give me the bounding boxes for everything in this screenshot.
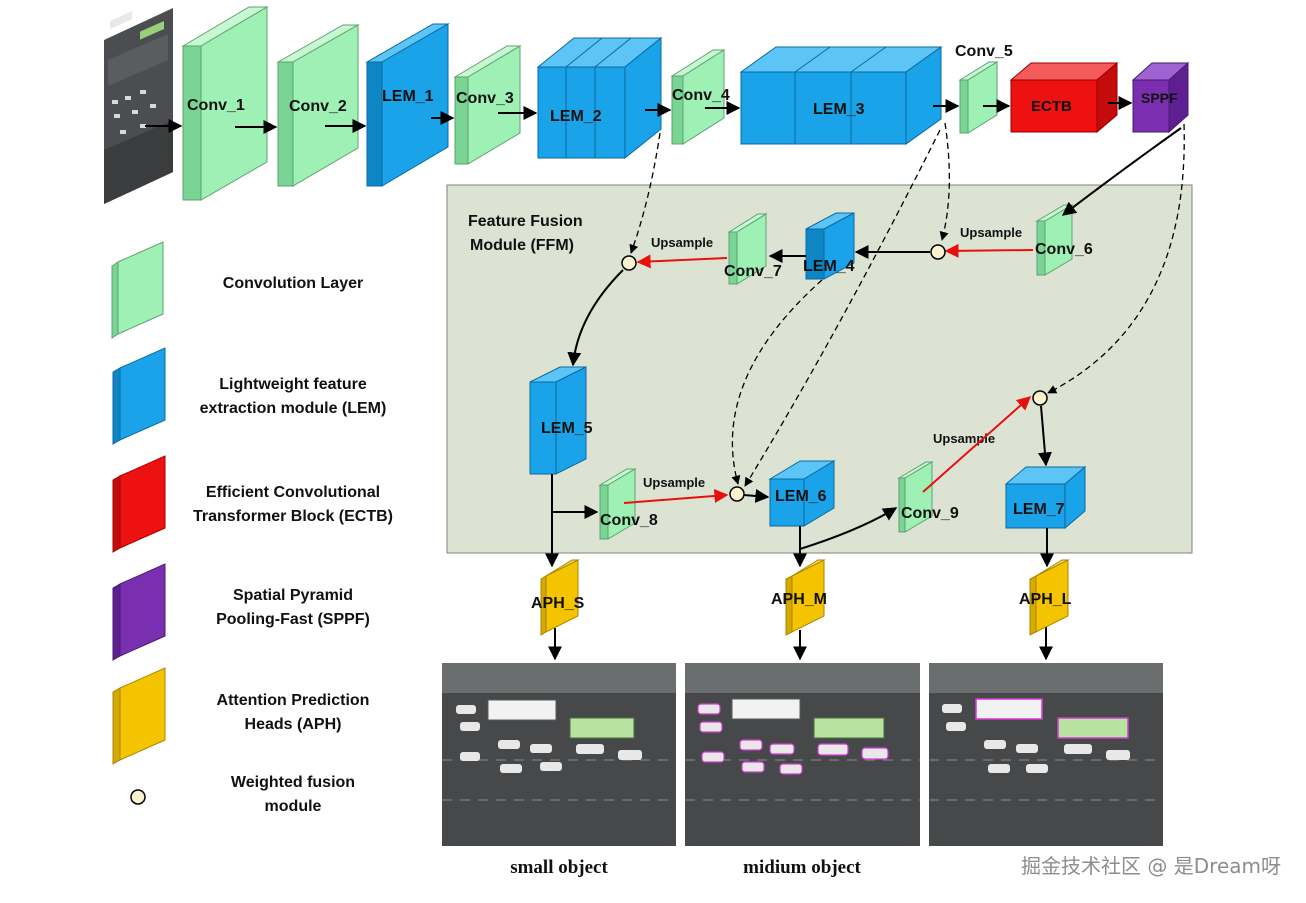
fusion-node-3: [729, 486, 745, 502]
legend-wf-label-1: Weighted fusion: [231, 774, 355, 791]
legend-lem-label-2: extraction module (LEM): [200, 400, 387, 417]
block-lem-2: LEM_2: [536, 36, 663, 160]
legend-ectb-label-2: Transformer Block (ECTB): [193, 508, 393, 525]
block-lem-7: LEM_7: [1004, 465, 1087, 530]
aph-m: APH_M: [771, 559, 827, 636]
conv-3-label: Conv_3: [456, 90, 514, 107]
legend-lem-label-1: Lightweight feature: [219, 376, 367, 393]
backbone-arrows: [145, 96, 1133, 134]
lem-7-label: LEM_7: [1013, 501, 1065, 518]
aph-s-label: APH_S: [531, 595, 585, 612]
block-conv-2: Conv_2: [276, 24, 360, 187]
block-lem-5: LEM_5: [529, 366, 593, 475]
legend-fusion-node: [130, 789, 146, 805]
conv-7-label: Conv_7: [724, 263, 782, 280]
block-conv-7: Conv_7: [724, 213, 782, 285]
fusion-node-2: [621, 255, 637, 271]
lem-5-label: LEM_5: [541, 420, 593, 437]
conv-1-label: Conv_1: [187, 97, 245, 114]
block-lem-1: LEM_1: [365, 23, 450, 187]
conv-8-label: Conv_8: [600, 512, 658, 529]
caption-medium-object: midium object: [743, 857, 861, 878]
upsample-label-4: Upsample: [933, 431, 995, 446]
legend-conv-swatch: [111, 241, 164, 339]
block-conv-1: Conv_1: [181, 6, 269, 201]
lem-1-label: LEM_1: [382, 88, 434, 105]
conv-2-label: Conv_2: [289, 98, 347, 115]
aph-l-label: APH_L: [1019, 591, 1072, 608]
block-conv-9: Conv_9: [897, 461, 959, 533]
block-conv-8: Conv_8: [598, 468, 658, 540]
aph-l: APH_L: [1019, 559, 1072, 636]
ectb-label: ECTB: [1031, 98, 1072, 115]
legend: Convolution Layer Lightweight feature ex…: [111, 241, 393, 815]
block-conv-4: Conv_4: [670, 49, 730, 145]
block-lem-3: LEM_3: [739, 46, 943, 145]
conv-4-label: Conv_4: [672, 87, 730, 104]
legend-lem-swatch: [112, 347, 166, 445]
legend-sppf-swatch: [112, 563, 166, 661]
caption-small-object: small object: [510, 857, 608, 878]
legend-conv-label: Convolution Layer: [223, 275, 363, 292]
lem-4-label: LEM_4: [803, 258, 855, 275]
solid-connections: [545, 127, 1182, 661]
legend-aph-swatch: [112, 667, 166, 765]
block-ectb: ECTB: [1009, 61, 1119, 134]
input-image: [104, 8, 173, 204]
legend-sppf-label-2: Pooling-Fast (SPPF): [216, 611, 370, 628]
lem-2-label: LEM_2: [550, 108, 602, 125]
block-lem-4: LEM_4: [803, 212, 855, 280]
legend-aph-label-2: Heads (APH): [245, 716, 342, 733]
output-image-small: [442, 663, 676, 846]
upsample-label-2: Upsample: [651, 235, 713, 250]
legend-ectb-swatch: [112, 455, 166, 553]
output-image-medium: [685, 663, 920, 846]
block-conv-5: Conv_5: [955, 43, 1013, 134]
block-sppf: SPPF: [1131, 61, 1190, 134]
aph-m-label: APH_M: [771, 591, 827, 608]
watermark: 掘金技术社区 @ 是Dream呀: [1021, 854, 1281, 878]
aph-s: APH_S: [531, 559, 585, 636]
upsample-arrows: [623, 243, 1034, 504]
fusion-node-4: [1032, 390, 1048, 406]
fusion-nodes: [621, 244, 1048, 502]
conv-9-label: Conv_9: [901, 505, 959, 522]
fusion-node-1: [930, 244, 946, 260]
output-image-large: [929, 663, 1163, 846]
upsample-label-3: Upsample: [643, 475, 705, 490]
legend-aph-label-1: Attention Prediction: [217, 692, 370, 709]
ffm-title-line2: Module (FFM): [470, 237, 574, 254]
block-conv-3: Conv_3: [453, 45, 522, 165]
conv-6-label: Conv_6: [1035, 241, 1093, 258]
lem-3-label: LEM_3: [813, 101, 865, 118]
ffm-title-line1: Feature Fusion: [468, 213, 583, 230]
dashed-connections: [629, 122, 1185, 487]
block-lem-6: LEM_6: [768, 460, 836, 527]
legend-wf-label-2: module: [265, 798, 322, 815]
sppf-label: SPPF: [1141, 90, 1178, 106]
upsample-label-1: Upsample: [960, 225, 1022, 240]
lem-6-label: LEM_6: [775, 488, 827, 505]
legend-ectb-label-1: Efficient Convolutional: [206, 484, 380, 501]
conv-5-label: Conv_5: [955, 43, 1013, 60]
legend-sppf-label-1: Spatial Pyramid: [233, 587, 353, 604]
